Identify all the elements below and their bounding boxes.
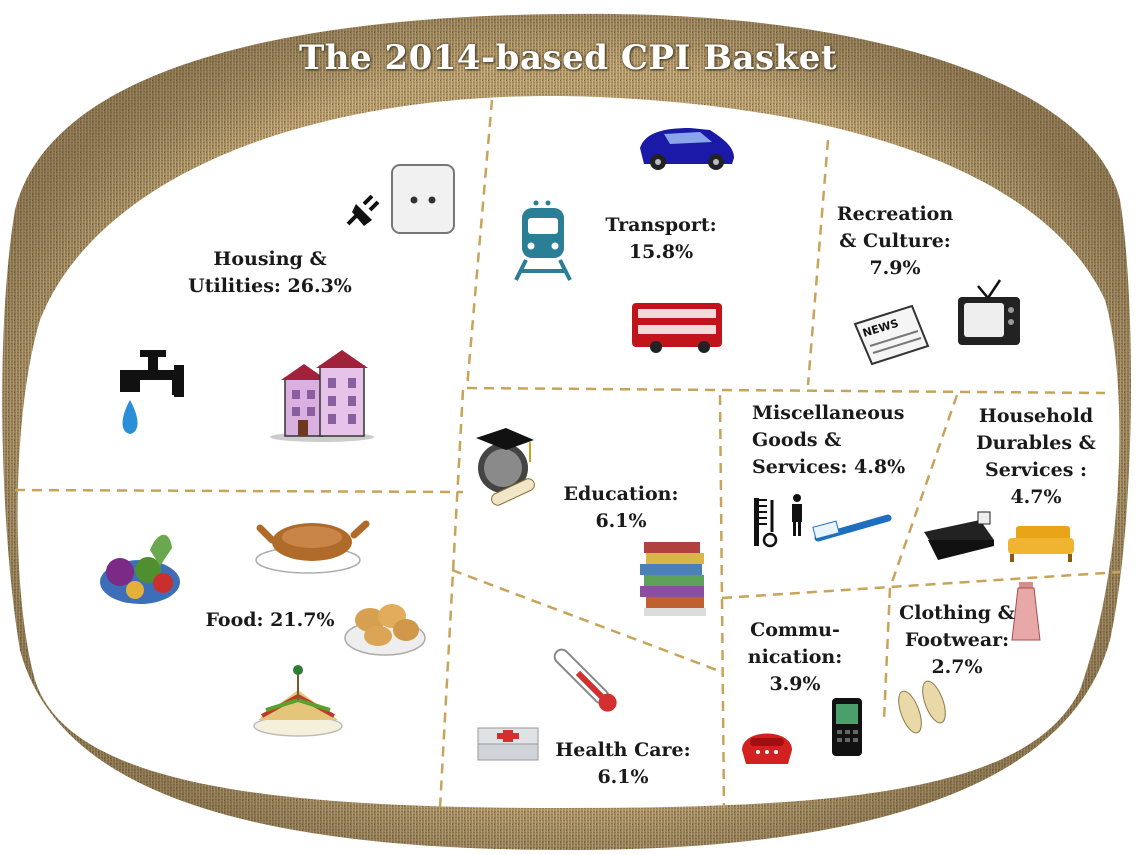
housing-line2: Utilities: 26.3% bbox=[188, 275, 352, 297]
food-label: Food: 21.7% bbox=[195, 607, 345, 634]
plug-icon bbox=[346, 194, 380, 226]
graduation-globe-icon bbox=[476, 428, 535, 506]
transport-label: Transport: 15.8% bbox=[596, 212, 726, 266]
housing-utilities-label: Housing & Utilities: 26.3% bbox=[180, 246, 360, 300]
recreation-line3: 7.9% bbox=[869, 257, 921, 279]
vegetables-icon bbox=[100, 534, 180, 604]
communication-line2: nication: bbox=[747, 646, 843, 668]
first-aid-icon bbox=[477, 727, 539, 761]
communication-line1: Commu- bbox=[750, 619, 840, 641]
household-line3: Services : bbox=[984, 459, 1088, 481]
mobile-phone-icon bbox=[832, 698, 862, 756]
health-line1: Health Care: bbox=[555, 739, 691, 761]
recreation-line2: & Culture: bbox=[839, 230, 951, 252]
newspaper-icon: NEWS bbox=[853, 304, 930, 366]
dividers bbox=[14, 99, 1121, 809]
television-icon bbox=[958, 279, 1020, 345]
basket-interior bbox=[17, 95, 1120, 808]
misc-line1: Miscellaneous bbox=[752, 402, 905, 424]
household-line4: 4.7% bbox=[1010, 486, 1062, 508]
household-line2: Durables & bbox=[976, 432, 1096, 454]
misc-goods-services-label: Miscellaneous Goods & Services: 4.8% bbox=[752, 400, 912, 481]
education-label: Education: 6.1% bbox=[556, 481, 686, 535]
misc-line3: Services: 4.8% bbox=[752, 456, 906, 478]
telephone-icon bbox=[742, 733, 792, 764]
household-durables-label: Household Durables & Services : 4.7% bbox=[966, 403, 1106, 511]
thermometer-icon bbox=[553, 648, 617, 712]
diagram-title: The 2014-based CPI Basket bbox=[298, 38, 838, 78]
sandals-icon bbox=[898, 680, 946, 734]
education-line1: Education: bbox=[563, 483, 679, 505]
household-line1: Household bbox=[978, 405, 1094, 427]
toothbrush-icon bbox=[812, 514, 892, 542]
recreation-culture-label: Recreation & Culture: 7.9% bbox=[830, 201, 960, 282]
health-care-label: Health Care: 6.1% bbox=[548, 737, 698, 791]
clothing-footwear-label: Clothing & Footwear: 2.7% bbox=[892, 600, 1022, 681]
buildings-icon bbox=[270, 350, 374, 442]
books-icon bbox=[640, 542, 706, 616]
power-socket-icon bbox=[391, 164, 455, 234]
clothing-line1: Clothing & bbox=[899, 602, 1015, 624]
housing-line1: Housing & bbox=[213, 248, 327, 270]
clothing-line2: Footwear: bbox=[904, 629, 1010, 651]
barber-icon bbox=[754, 494, 802, 548]
sandwich-icon bbox=[253, 665, 343, 737]
health-line2: 6.1% bbox=[597, 766, 649, 788]
bus-icon bbox=[632, 303, 722, 353]
transport-line1: Transport: bbox=[605, 214, 717, 236]
dress-icon bbox=[1011, 582, 1041, 641]
sofa-icon bbox=[1008, 526, 1074, 562]
roast-turkey-icon bbox=[255, 520, 370, 574]
bed-icon bbox=[924, 511, 994, 560]
education-line2: 6.1% bbox=[595, 510, 647, 532]
recreation-line1: Recreation bbox=[836, 203, 954, 225]
transport-line2: 15.8% bbox=[628, 241, 694, 263]
clothing-line3: 2.7% bbox=[931, 656, 983, 678]
car-icon bbox=[640, 128, 734, 170]
potatoes-icon bbox=[344, 604, 426, 656]
food-line1: Food: 21.7% bbox=[205, 609, 335, 631]
communication-label: Commu- nication: 3.9% bbox=[740, 617, 850, 698]
communication-line3: 3.9% bbox=[769, 673, 821, 695]
train-icon bbox=[514, 200, 572, 281]
misc-line2: Goods & bbox=[752, 429, 842, 451]
faucet-icon bbox=[120, 350, 184, 434]
